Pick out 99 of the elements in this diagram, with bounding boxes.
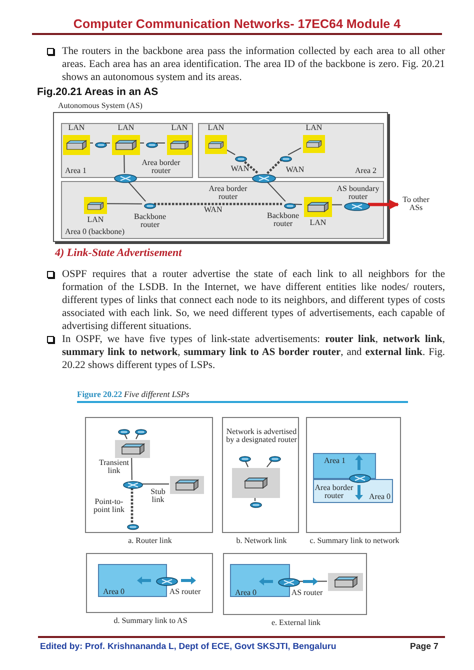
footer-text: Edited by: Prof. Krishnananda L, Dept of ECE, Govt SKSJTI, Bengaluru	[40, 641, 336, 651]
area-box	[313, 479, 393, 503]
router-icon	[114, 174, 137, 183]
area-label: Area 2	[355, 167, 377, 176]
area-box	[61, 123, 193, 178]
connector-line	[124, 433, 128, 440]
network-icon	[269, 456, 281, 462]
network-box	[170, 476, 204, 494]
connector-line	[154, 202, 282, 206]
area-box	[313, 453, 376, 479]
area-label: Area 0	[103, 588, 125, 596]
connector-line	[254, 496, 256, 502]
router-icon	[349, 474, 371, 483]
router-icon	[344, 202, 370, 211]
edge-label: Transient link	[99, 459, 129, 476]
edge-label: Point-to-point link	[92, 498, 126, 515]
edge-label: WAN	[204, 206, 222, 214]
network-icon	[235, 156, 247, 162]
router-icon	[278, 578, 300, 587]
figure-title: Fig.20.21 Areas in an AS	[37, 86, 158, 98]
router-icon	[252, 174, 276, 183]
connector-line	[330, 204, 342, 206]
connector-line	[156, 142, 166, 144]
panel-caption: e. External link	[270, 619, 322, 628]
panel-caption: c. Summary link to network	[308, 537, 400, 546]
network-box	[232, 468, 280, 498]
figure-title: Five different LSPs	[124, 389, 190, 399]
network-icon	[144, 203, 156, 209]
connector-line	[266, 181, 286, 202]
panel-caption: b. Network link	[235, 537, 288, 546]
connector-line	[131, 456, 132, 480]
area-label: Area 0	[369, 493, 391, 502]
section-heading: 4) Link-State Advertisement	[55, 247, 182, 259]
connector-line	[224, 148, 236, 156]
router-label: AS boundary router	[336, 185, 380, 202]
connector-line	[244, 460, 249, 468]
lan-label: LAN	[304, 124, 324, 132]
connector-line	[104, 203, 142, 204]
area-label: Area 1	[324, 457, 346, 466]
area-box	[198, 123, 384, 178]
paragraph: In OSPF, we have five types of link-state advertisements: router link, network link, summary link to network, summary link to AS border router, and external link. Fig. 20.22 shows different types of LSPs.	[62, 333, 445, 372]
network-icon	[118, 429, 130, 435]
network-box	[328, 573, 363, 591]
connector-line	[124, 152, 125, 174]
router-icon	[156, 577, 178, 586]
page-header: Computer Communication Networks- 17EC64 Module 4	[72, 17, 402, 31]
panel-caption: a. Router link	[127, 537, 173, 546]
network-icon	[95, 142, 107, 148]
connector-line	[88, 142, 94, 144]
router-label: AS router	[291, 589, 323, 598]
area-box	[98, 564, 167, 597]
network-icon	[127, 524, 139, 530]
area-label: Area 1	[65, 167, 87, 176]
lan-label: LAN	[67, 124, 86, 132]
panel-heading: Network is advertised by a designated router	[226, 428, 297, 445]
lan-label: LAN	[116, 124, 136, 132]
figure-title: Figure 20.22	[77, 389, 122, 399]
page-number: Page 7	[410, 641, 438, 651]
area-box	[61, 181, 384, 239]
network-label: Backbone router	[266, 212, 300, 229]
router-icon	[123, 481, 143, 489]
lan-label: LAN	[170, 124, 189, 132]
connector-line	[288, 147, 302, 156]
connector-line	[266, 460, 272, 468]
arrow	[368, 199, 400, 210]
destination-label: To other ASs	[402, 196, 430, 213]
lan-label: LAN	[86, 216, 105, 224]
connector-line	[104, 142, 110, 144]
network-icon	[135, 429, 147, 435]
area-label: Area 0 (backbone)	[65, 228, 125, 236]
connector-line	[130, 488, 134, 523]
connector-line	[266, 158, 282, 174]
router-label: AS router	[168, 588, 202, 596]
panel-caption: d. Summary link to AS	[112, 617, 188, 626]
network-label: Backbone router	[133, 213, 167, 230]
network-icon	[280, 156, 292, 162]
network-icon	[239, 456, 251, 462]
area-box	[230, 564, 290, 597]
network-box	[115, 440, 150, 458]
paragraph: The routers in the backbone area pass the information collected by each area to all other areas. Each area has an area identification. The area ID of the backbone is zero. Fig. 20.21 shows an autonomous system and its areas.	[62, 45, 445, 84]
connector-line	[294, 204, 302, 205]
network-label: WAN	[230, 165, 250, 174]
connector-line	[128, 181, 146, 202]
router-label: Area border router	[140, 159, 182, 176]
network-icon	[284, 203, 296, 209]
lan-label: LAN	[206, 124, 226, 132]
connector-line	[138, 142, 144, 144]
router-label: Area border router	[314, 484, 354, 501]
edge-label: Stub link	[150, 488, 166, 505]
network-icon	[146, 142, 158, 148]
paragraph: OSPF requires that a router advertise the state of each link to all neighbors for the formation of the LSDB. In the Internet, we have different entities like nodes/ routers, different types of links that connect each node to its neighbors, and different types of costs associated with each link. So, we need different types of advertisements, each capable of advertising different situations.	[62, 268, 445, 333]
lan-label: LAN	[308, 219, 328, 228]
connector-line	[241, 158, 259, 174]
router-label: Area border router	[208, 185, 248, 202]
network-label: WAN	[284, 166, 306, 174]
group-label: Autonomous System (AS)	[58, 102, 142, 110]
connector-line	[136, 433, 139, 440]
area-label: Area 0	[235, 589, 257, 598]
network-icon	[250, 502, 262, 508]
